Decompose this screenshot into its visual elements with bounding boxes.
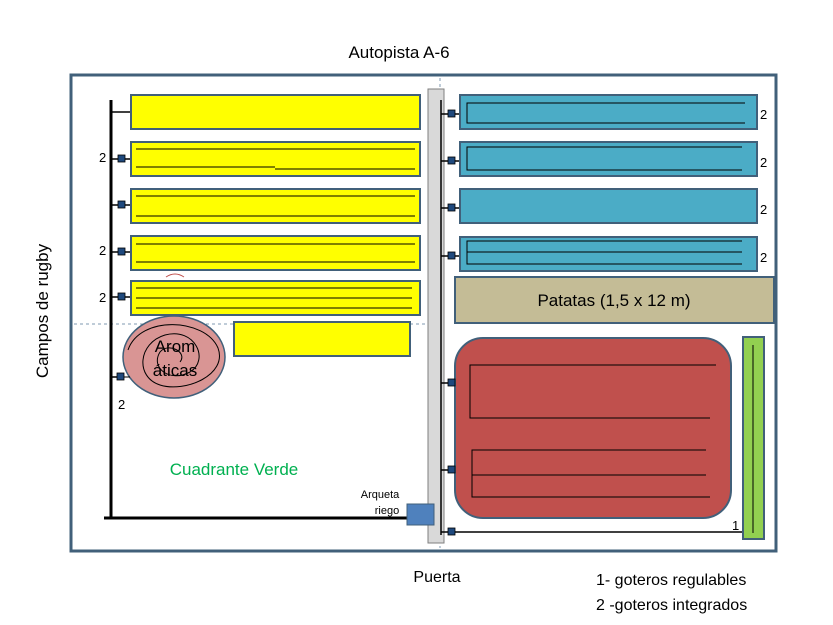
valve-icon — [447, 465, 456, 474]
blue-bed-drip-lines — [466, 102, 745, 265]
left-side-label: Campos de rugby — [33, 243, 52, 378]
yellow-bed-4 — [130, 235, 421, 271]
valve-icon — [116, 372, 125, 381]
valve-icon — [447, 203, 456, 212]
aromatics-label-line1: Arom — [155, 337, 196, 356]
dripper-label: 2 — [760, 107, 767, 122]
yellow-bed-1 — [130, 94, 421, 130]
yellow-bed-drip-lines — [136, 148, 415, 309]
aromatics-label-line2: áticas — [153, 361, 197, 380]
valve-markers — [116, 109, 456, 536]
yellow-bed-6 — [233, 321, 411, 357]
dripper-label: 2 — [760, 202, 767, 217]
gate-label: Puerta — [413, 569, 460, 586]
valve-icon — [447, 156, 456, 165]
valve-icon — [447, 109, 456, 118]
red-bed-drip-lines — [469, 364, 716, 498]
valve-icon — [117, 200, 126, 209]
valve-icon — [117, 154, 126, 163]
center-path — [427, 88, 445, 544]
top-road-label: Autopista A-6 — [348, 43, 449, 62]
valve-icon — [447, 378, 456, 387]
zone-label: Cuadrante Verde — [170, 460, 299, 479]
valve-icon — [117, 247, 126, 256]
potato-bed-label: Patatas (1,5 x 12 m) — [537, 291, 690, 310]
dripper-label: 2 — [760, 250, 767, 265]
dripper-label: 1 — [732, 518, 739, 533]
irrigation-box-label-line1: Arqueta — [361, 489, 400, 501]
valve-icon — [447, 527, 456, 536]
irrigation-box — [406, 503, 435, 526]
dripper-label: 2 — [99, 150, 106, 165]
aromatics-bed — [122, 273, 226, 399]
blue-bed-4 — [459, 236, 758, 272]
valve-icon — [117, 292, 126, 301]
dripper-label: 2 — [99, 243, 106, 258]
potato-bed — [454, 276, 775, 324]
legend-item-2: 2 -goteros integrados — [596, 597, 747, 614]
irrigation-box-label-line2: riego — [375, 505, 399, 517]
blue-bed-1 — [459, 94, 758, 130]
dripper-label: 2 — [99, 290, 106, 305]
yellow-bed-2 — [130, 141, 421, 177]
red-bed — [454, 337, 732, 519]
yellow-bed-3 — [130, 188, 421, 224]
dripper-label: 2 — [760, 155, 767, 170]
blue-bed-3 — [459, 188, 758, 224]
dripper-type-labels: 2 2 2 2 2 2 2 2 1 — [99, 107, 767, 533]
valve-icon — [447, 251, 456, 260]
dripper-label: 2 — [118, 397, 125, 412]
legend-item-1: 1- goteros regulables — [596, 572, 746, 589]
yellow-beds — [130, 94, 421, 357]
